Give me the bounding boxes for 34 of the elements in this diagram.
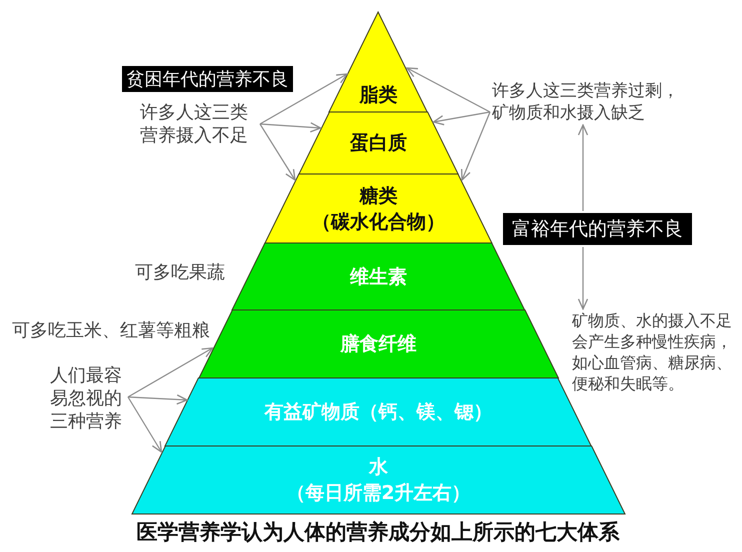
layer-label: 膳食纤维 bbox=[340, 332, 416, 357]
layer-label: 蛋白质 bbox=[350, 131, 407, 156]
arrow bbox=[260, 122, 322, 132]
layer-label: 维生素 bbox=[350, 264, 407, 290]
arrow bbox=[578, 124, 588, 211]
pyramid-layer bbox=[298, 112, 458, 174]
heading-banner: 贫困年代的营养不良 bbox=[122, 66, 293, 92]
layer-label: （每日所需2升左右） bbox=[286, 481, 471, 506]
heading-banner: 富裕年代的营养不良 bbox=[503, 213, 692, 245]
arrow bbox=[432, 111, 490, 126]
pyramid-layer bbox=[132, 446, 625, 514]
layer-label: （碳水化合物） bbox=[312, 210, 445, 234]
layer-label: 脂类 bbox=[359, 83, 398, 108]
annotation-text: 矿物质、水的摄入不足会产生多种慢性疾病，如心血管病、糖尿病、便秘和失眠等。 bbox=[572, 310, 737, 394]
layer-label: 糖类 bbox=[359, 184, 398, 208]
arrow bbox=[260, 124, 296, 181]
pyramid-layer bbox=[232, 243, 525, 310]
arrow bbox=[128, 347, 214, 398]
arrow bbox=[461, 112, 491, 181]
layer-label: 有益矿物质（钙、镁、锶） bbox=[264, 400, 492, 425]
annotation-text: 许多人这三类营养摄入不足 bbox=[140, 101, 258, 147]
side-note: 可多吃玉米、红薯等粗粮 bbox=[12, 319, 210, 342]
layer-label: 水 bbox=[369, 455, 388, 480]
arrow bbox=[578, 247, 588, 310]
annotation-text: 许多人这三类营养过剩，矿物质和水摄入缺乏 bbox=[492, 80, 688, 124]
annotation-text: 人们最容易忽视的三种营养 bbox=[50, 364, 126, 433]
caption: 医学营养学认为人体的营养成分如上所示的七大体系 bbox=[136, 519, 620, 546]
arrow bbox=[128, 394, 188, 405]
arrow bbox=[406, 67, 490, 113]
arrow bbox=[127, 396, 162, 453]
pyramid-layer bbox=[265, 174, 492, 243]
pyramid-layer bbox=[329, 12, 428, 112]
arrow bbox=[260, 73, 348, 125]
side-note: 可多吃果蔬 bbox=[135, 261, 225, 284]
